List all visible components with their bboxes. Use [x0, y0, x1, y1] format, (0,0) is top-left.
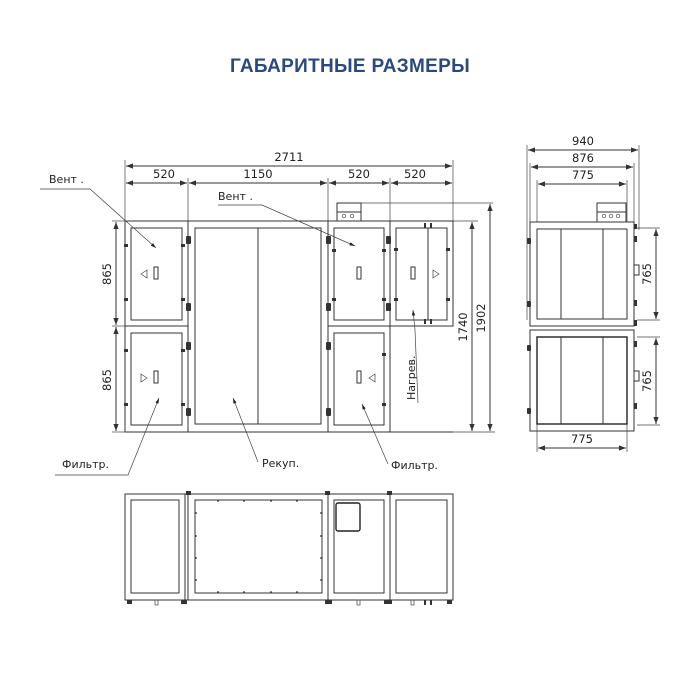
- height-dim-1902: 1902: [474, 303, 488, 332]
- side-height-top: 765: [640, 263, 654, 285]
- label-fan-middle: Вент .: [218, 190, 253, 203]
- section-width-3: 520: [348, 167, 370, 181]
- label-filter-right: Фильтр.: [391, 459, 438, 472]
- section-width-4: 520: [404, 167, 426, 181]
- front-view: 2711 520 1150 520 520: [40, 150, 495, 476]
- side-view: 940 876 775: [526, 134, 660, 452]
- side-width-940: 940: [572, 134, 594, 148]
- label-filter-left: Фильтр.: [62, 458, 109, 471]
- height-dim-bottom: 865: [100, 369, 114, 391]
- top-view: [124, 491, 454, 606]
- overall-width-dim: 2711: [274, 150, 303, 164]
- section-width-2: 1150: [243, 167, 272, 181]
- height-dim-top: 865: [100, 263, 114, 285]
- label-recuperator: Рекуп.: [262, 457, 299, 470]
- height-dim-1740: 1740: [456, 312, 470, 341]
- page-title: ГАБАРИТНЫЕ РАЗМЕРЫ: [230, 56, 470, 77]
- section-width-1: 520: [153, 167, 175, 181]
- side-width-775: 775: [572, 168, 594, 182]
- label-fan-left: Вент .: [49, 173, 84, 186]
- label-heater: Нагрев.: [405, 355, 418, 400]
- side-bottom-width: 775: [571, 432, 593, 446]
- side-height-bottom: 765: [640, 370, 654, 392]
- side-width-876: 876: [572, 151, 594, 165]
